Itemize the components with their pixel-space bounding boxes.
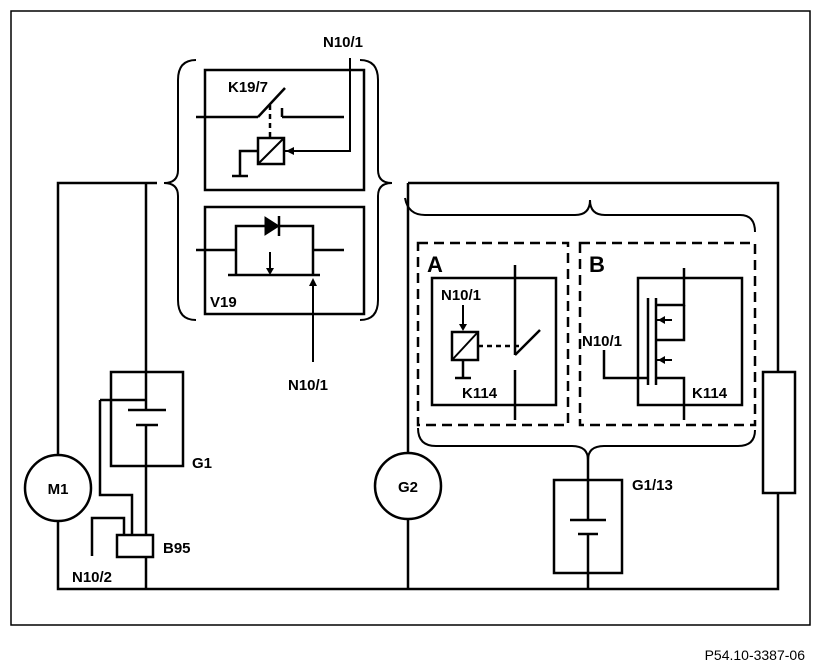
n10-1-top-label: N10/1 [323, 34, 363, 51]
m1-label: M1 [48, 481, 69, 498]
g1-label: G1 [192, 455, 212, 472]
figure-caption: P54.10-3387-06 [705, 647, 806, 663]
generator-g2: G2 [373, 451, 443, 521]
v19-label: V19 [210, 294, 237, 311]
b95-label: B95 [163, 540, 191, 557]
g1-13-label: G1/13 [632, 477, 673, 494]
left-module-brace-right [359, 59, 393, 321]
n10-1-b-label: N10/1 [582, 333, 622, 350]
motor-m1: M1 [23, 453, 93, 523]
bottom-brace-ab [417, 427, 756, 461]
section-b: B N10/1 K114 [578, 241, 757, 427]
k114-b-label: K114 [692, 385, 728, 402]
left-module-brace-left [163, 59, 197, 321]
diagram-frame [10, 10, 811, 626]
k19-7-label: K19/7 [228, 79, 268, 96]
right-circuit [406, 181, 780, 591]
relay-k19-7: K19/7 [196, 58, 366, 192]
sensor-b95: B95 N10/2 [72, 398, 191, 586]
top-brace-ab [404, 197, 756, 233]
load-resistor [761, 370, 797, 495]
g2-label: G2 [398, 479, 418, 496]
battery-g1-13: G1/13 [552, 477, 673, 589]
battery-g1: G1 [109, 370, 212, 472]
section-a-label: A [427, 252, 443, 277]
section-b-label: B [589, 252, 605, 277]
n10-1-mid-label: N10/1 [288, 377, 328, 394]
k114-a-label: K114 [462, 385, 498, 402]
section-a: A N10/1 K114 [416, 241, 570, 427]
n10-2-label: N10/2 [72, 569, 112, 586]
left-circuit [56, 181, 408, 591]
n10-1-a-label: N10/1 [441, 287, 481, 304]
diode-v19: V19 [196, 205, 366, 362]
